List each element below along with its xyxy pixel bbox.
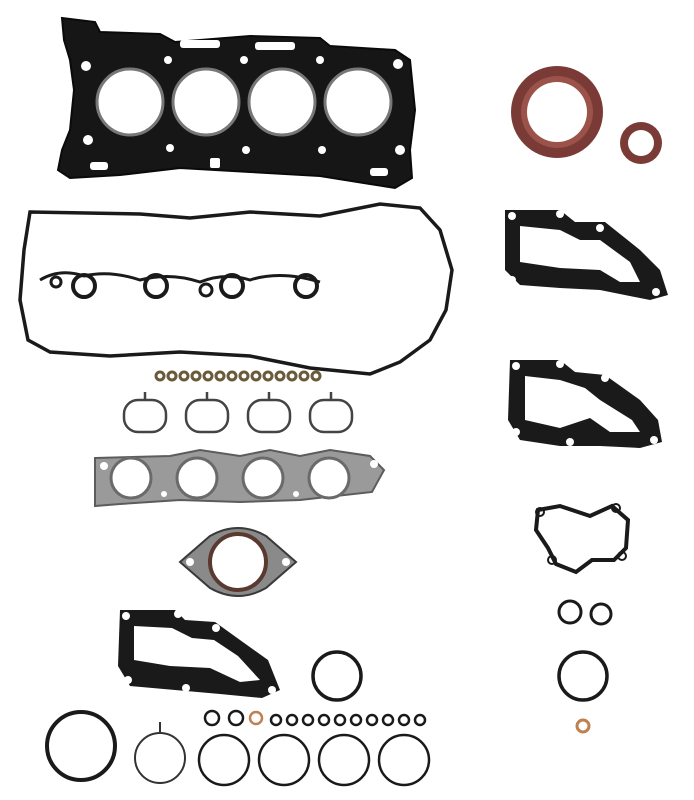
o-rings-black: [45, 599, 613, 782]
small-o-ring-row: [154, 370, 322, 382]
valve-cover-gasket: [18, 202, 454, 376]
cylinder-head-gasket: [56, 16, 417, 190]
o-ring-copper-washer: [248, 710, 591, 734]
exhaust-flange-gasket: [178, 527, 298, 597]
timing-cover-gasket-left: [118, 610, 280, 698]
crankshaft-front-seal: [511, 66, 603, 158]
intake-port-gaskets: [122, 392, 354, 434]
large-o-rings-bottom: [197, 733, 431, 787]
timing-cover-gasket-lower: [508, 360, 662, 448]
thin-o-ring-with-tab: [134, 722, 186, 784]
camshaft-seal: [620, 122, 662, 164]
o-ring-small-row-bottom: [269, 713, 427, 727]
water-pump-gasket: [533, 503, 631, 575]
timing-cover-gasket-upper: [505, 210, 668, 300]
exhaust-manifold-gasket: [94, 448, 386, 508]
